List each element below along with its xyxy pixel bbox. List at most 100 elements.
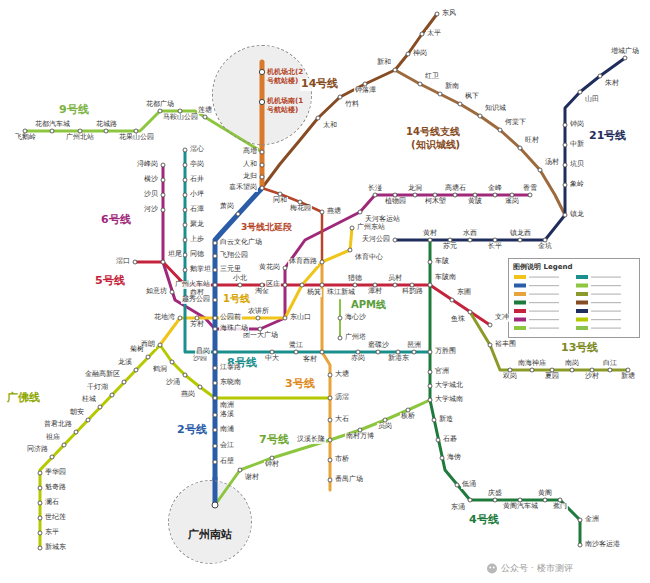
station-dot — [183, 178, 187, 182]
station-label: 文冲 — [494, 314, 510, 321]
metro-line — [215, 400, 430, 505]
station-label: 普君北路 — [43, 421, 73, 428]
station-label: 科韵路 — [401, 288, 424, 295]
station-dot — [238, 468, 242, 472]
legend-ground — [508, 258, 640, 338]
station-label: 公园前 — [219, 314, 242, 321]
station-dot — [363, 82, 367, 86]
station-label: 车陂南 — [434, 274, 457, 281]
station-dot — [373, 193, 377, 197]
station-dot — [328, 478, 332, 482]
line-label: 7号线 — [258, 434, 290, 447]
station-label: 白江 — [602, 360, 618, 367]
station-dot — [320, 210, 324, 214]
station-dot — [393, 238, 397, 242]
station-dot — [440, 456, 444, 460]
watermark: 公众号 · 楼市测评 — [500, 563, 574, 573]
station-dot — [38, 546, 42, 550]
station-label: 南浦 — [219, 426, 235, 433]
metro-line — [262, 14, 437, 188]
station-dot — [626, 368, 630, 372]
station-label: 汤村 — [544, 159, 560, 166]
station-label: 大石 — [334, 416, 350, 423]
station-dot — [213, 254, 217, 258]
station-dot — [23, 129, 27, 133]
station-dot — [493, 238, 497, 242]
legend-panel: 图例说明 Legend — [508, 258, 640, 338]
station-label: 万胜围 — [434, 348, 457, 355]
station-label: 花果山公园 — [118, 134, 155, 141]
station-label: 南村万博 — [345, 433, 375, 440]
station-label: 植物园 — [384, 198, 407, 205]
station-area — [169, 481, 251, 563]
station-label: 海傍 — [446, 454, 462, 461]
station-dot — [508, 368, 512, 372]
station-dot — [538, 168, 542, 172]
station-dot — [493, 498, 497, 502]
station-dot — [161, 193, 165, 197]
station-dot — [428, 384, 432, 388]
station-dot — [410, 283, 414, 287]
station-label: 越秀公园 — [181, 296, 211, 303]
station-label: 季华园 — [44, 469, 67, 476]
station-dot — [328, 418, 332, 422]
line-label: (知识城线) — [410, 139, 461, 151]
station-label: 新港东 — [387, 355, 410, 362]
station-label: 杨箕 — [306, 289, 322, 296]
station-dot — [213, 327, 217, 331]
station-dot — [183, 148, 187, 152]
station-dot — [178, 109, 182, 113]
station-label: 谢村 — [244, 474, 260, 481]
station-dot — [406, 408, 410, 412]
station-dot — [260, 283, 264, 287]
station-label: 南海神庙 — [517, 360, 547, 367]
station-label: 长湴 — [367, 185, 383, 192]
station-label: 龙归 — [242, 173, 258, 180]
station-label: 白云文化广场 — [219, 239, 263, 246]
station-label: 朱村 — [604, 80, 620, 87]
station-label: 员村 — [387, 275, 403, 282]
station-label: 团一大广场 — [242, 332, 279, 339]
station-dot — [183, 373, 187, 377]
station-label: 萧岗 — [219, 203, 235, 210]
station-dot — [433, 193, 437, 197]
station-label: 板桥 — [400, 413, 416, 420]
station-dot — [170, 290, 174, 294]
station-label: 三元里 — [219, 266, 242, 273]
station-dot — [213, 283, 217, 287]
station-label: 高增 — [242, 148, 258, 155]
station-dot — [468, 310, 472, 314]
station-dot — [350, 226, 354, 230]
station-dot — [563, 213, 567, 217]
line-label: 14号线支线 — [405, 126, 461, 138]
station-dot — [213, 381, 217, 385]
station-dot — [320, 350, 324, 354]
legend-swatches — [514, 275, 621, 330]
station-label: 花都广场 — [145, 101, 175, 108]
station-label: 蕉门 — [552, 503, 568, 510]
station-dot — [518, 498, 522, 502]
station-dot — [161, 260, 165, 264]
station-dot — [376, 350, 380, 354]
station-label: 镇龙西 — [509, 230, 532, 237]
station-dot — [158, 109, 162, 113]
station-label: 上步 — [189, 236, 205, 243]
station-dot — [50, 455, 54, 459]
station-dot — [455, 483, 459, 487]
station-dot — [348, 248, 352, 252]
station-dot — [468, 498, 472, 502]
node-text: 广州南站 — [169, 527, 251, 542]
metro-line — [163, 165, 530, 329]
station-dot — [158, 343, 162, 347]
station-dot — [213, 460, 217, 464]
station-label: 金洲 — [584, 516, 600, 523]
station-dot — [338, 95, 342, 99]
station-label: 梅花园 — [289, 205, 312, 212]
station-label: 鱼珠 — [450, 316, 466, 323]
station-label: 鹭江 — [288, 342, 304, 349]
station-label: 同济路 — [26, 446, 49, 453]
station-label: 汉溪长隆 — [296, 436, 326, 443]
station-label: 魁奇路 — [44, 484, 67, 491]
station-dot — [294, 350, 298, 354]
station-label: 暹岗 — [504, 198, 520, 205]
